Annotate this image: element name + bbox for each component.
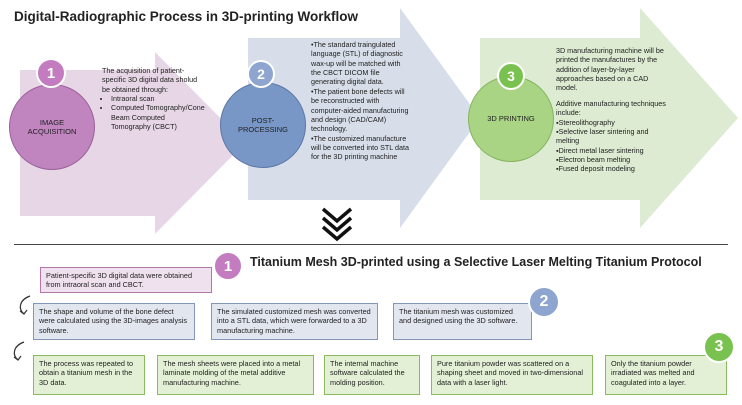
protocol-step-2-badge: 2 <box>528 286 560 318</box>
stage-1-number-badge: 1 <box>36 58 66 88</box>
protocol-step-3-box: The internal machine software calculated… <box>324 355 420 395</box>
stage-3-bullet: ▪Stereolithography <box>556 117 615 127</box>
stage-3-number-badge: 3 <box>497 62 525 90</box>
stage-3-arrow <box>480 8 738 228</box>
stage-2-arrow <box>248 8 480 228</box>
curved-arrow-icon <box>19 295 31 315</box>
stage-1-bullet: Computed Tomography/Cone Beam Computed T… <box>111 103 206 131</box>
protocol-step-3-box: Pure titanium powder was scattered on a … <box>431 355 593 395</box>
stage-2-circle: POST- PROCESSING <box>220 82 306 168</box>
stage-2-number-badge: 2 <box>247 60 275 88</box>
protocol-step-1-text: Patient-specific 3D digital data were ob… <box>46 271 193 290</box>
stage-3-bullet: ▪Electron beam melting <box>556 154 631 164</box>
stage-3-description: 3D manufacturing machine will be printed… <box>556 46 668 174</box>
protocol-step-2-text: The titanium mesh was customized and des… <box>399 307 518 326</box>
stage-2-line: •The customized manufacture will be conv… <box>311 133 410 162</box>
protocol-title: Titanium Mesh 3D-printed using a Selecti… <box>250 255 702 269</box>
protocol-step-2-text: The shape and volume of the bone defect … <box>39 307 188 335</box>
stage-3-number: 3 <box>507 68 515 84</box>
stage-3-circle: 3D PRINTING <box>468 76 554 162</box>
stage-2-label: POST- PROCESSING <box>237 115 288 134</box>
stage-2-line: •The patient bone defects will be recons… <box>311 86 409 134</box>
down-chevrons-icon <box>321 207 353 242</box>
protocol-step-3-text: Only the titanium powder irradiated was … <box>611 359 695 387</box>
stage-3-bullet: ▪Direct metal laser sintering <box>556 145 644 155</box>
stage-1-number: 1 <box>46 64 56 82</box>
stage-3-bullet: ▪Fused deposit modeling <box>556 164 635 174</box>
stage-3-bullet: ▪Selective laser sintering and melting <box>556 126 649 146</box>
protocol-step-3-badge: 3 <box>703 331 735 363</box>
protocol-step-2-text: The simulated customized mesh was conver… <box>217 307 371 335</box>
protocol-step-3-box: The process was repeated to obtain a tit… <box>33 355 145 395</box>
protocol-step-1-number: 1 <box>223 257 233 275</box>
section-divider <box>14 244 728 245</box>
protocol-step-1-badge: 1 <box>213 251 243 281</box>
protocol-step-3-box: The mesh sheets were placed into a metal… <box>157 355 314 395</box>
stage-3-subtitle: Additive manufacturing techniques includ… <box>556 98 666 118</box>
stage-2-line: •The standard traingulated language (STL… <box>311 40 403 87</box>
protocol-step-3-text: The mesh sheets were placed into a metal… <box>163 359 301 387</box>
stage-2-number: 2 <box>257 66 265 82</box>
diagram-title: Digital-Radiographic Process in 3D-print… <box>14 9 359 24</box>
protocol-step-2-box: The titanium mesh was customized and des… <box>393 303 532 340</box>
protocol-step-3-text: The internal machine software calculated… <box>330 359 405 387</box>
stage-1-description: The acquisition of patient-specific 3D d… <box>102 66 206 132</box>
stage-3-label: 3D PRINTING <box>487 114 535 124</box>
protocol-step-3-number: 3 <box>714 338 724 355</box>
protocol-step-3-text: The process was repeated to obtain a tit… <box>39 359 134 387</box>
stage-1-bullet: Intraoral scan <box>111 94 206 103</box>
stage-1-circle: IMAGE ACQUISITION <box>9 84 95 170</box>
stage-3-intro: 3D manufacturing machine will be printed… <box>556 46 664 93</box>
protocol-step-3-text: Pure titanium powder was scattered on a … <box>437 359 584 387</box>
protocol-step-2-number: 2 <box>539 293 549 310</box>
protocol-step-2-box: The simulated customized mesh was conver… <box>211 303 378 340</box>
stage-1-label: IMAGE ACQUISITION <box>27 117 77 136</box>
curved-arrow-icon <box>13 341 25 361</box>
stage-2-description: •The standard traingulated language (STL… <box>311 40 411 162</box>
protocol-step-2-box: The shape and volume of the bone defect … <box>33 303 195 340</box>
protocol-step-3-box: Only the titanium powder irradiated was … <box>605 355 727 395</box>
protocol-step-1-box: Patient-specific 3D digital data were ob… <box>40 267 212 293</box>
stage-1-intro: The acquisition of patient-specific 3D d… <box>102 66 198 94</box>
